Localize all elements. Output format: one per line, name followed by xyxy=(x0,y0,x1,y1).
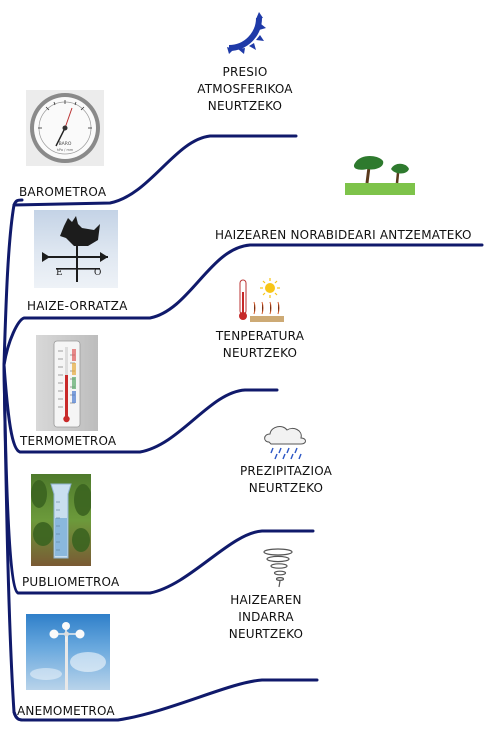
wind-vane-letter-west: O xyxy=(94,268,101,278)
rain-gauge-image xyxy=(31,474,91,566)
wind-vane-image: E O xyxy=(34,210,118,288)
trunk-line xyxy=(2,198,24,367)
wind-vane-letter-east: E xyxy=(56,268,63,278)
barometer-brand-text: BARO xyxy=(59,141,72,147)
purpose-line: PREZIPITAZIOA xyxy=(239,464,333,478)
purpose-label-wind-direction: HAIZEAREN NORABIDEARI ANTZEMATEKO xyxy=(215,228,472,242)
barometer-image: BARO hPa / mm xyxy=(26,90,104,166)
wind-trees-icon xyxy=(345,153,415,195)
branch-anemometroa xyxy=(12,678,319,722)
instrument-label-barometroa: BAROMETROA xyxy=(19,185,107,199)
trunk-line-lower xyxy=(2,363,24,722)
branch-haize-orratza xyxy=(2,243,484,367)
purpose-line: INDARRA xyxy=(238,610,294,624)
purpose-label-temperature: TENPERATURA NEURTZEKO xyxy=(205,328,315,362)
purpose-line: NEURTZEKO xyxy=(228,627,304,641)
purpose-line: PRESIO xyxy=(222,65,268,79)
instrument-label-haize-orratza: HAIZE-ORRATZA xyxy=(27,299,128,313)
thermometer-image xyxy=(36,335,98,431)
purpose-line: ATMOSFERIKOA xyxy=(197,82,293,96)
instrument-label-anemometroa: ANEMOMETROA xyxy=(17,704,115,718)
branch-termometroa xyxy=(2,363,279,454)
tornado-icon xyxy=(262,548,294,588)
barometer-sub-text: hPa / mm xyxy=(57,148,74,152)
purpose-line: NEURTZEKO xyxy=(248,481,324,495)
rain-cloud-icon xyxy=(263,424,307,460)
pressure-icon xyxy=(225,12,267,54)
temperature-sun-icon xyxy=(238,278,286,322)
purpose-line: NEURTZEKO xyxy=(222,346,298,360)
purpose-label-wind-force: HAIZEAREN INDARRA NEURTZEKO xyxy=(226,592,306,643)
branch-barometroa xyxy=(12,134,298,207)
purpose-line: HAIZEAREN xyxy=(230,593,302,607)
purpose-line: NEURTZEKO xyxy=(207,99,283,113)
purpose-line: TENPERATURA xyxy=(215,329,305,343)
instrument-label-termometroa: TERMOMETROA xyxy=(20,434,117,448)
branch-pluviometroa xyxy=(2,363,315,595)
anemometer-image xyxy=(26,614,110,690)
purpose-label-pressure: PRESIO ATMOSFERIKOA NEURTZEKO xyxy=(190,64,300,115)
instrument-label-publiometroa: PUBLIOMETROA xyxy=(22,575,120,589)
purpose-label-precipitation: PREZIPITAZIOA NEURTZEKO xyxy=(228,463,344,497)
